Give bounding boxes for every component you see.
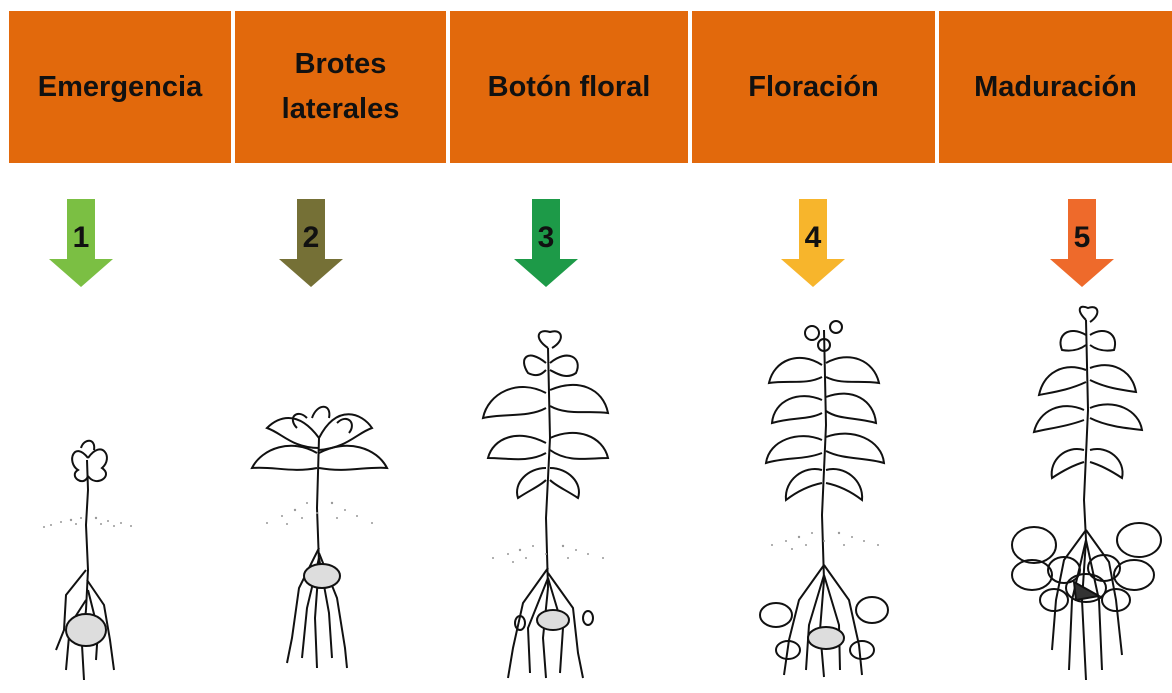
plant-flowering-illustration bbox=[744, 305, 904, 687]
stage-header-brotes-laterales: Brotes laterales bbox=[235, 11, 450, 163]
stage-4-number: 4 bbox=[805, 221, 822, 254]
stage-header-emergencia: Emergencia bbox=[9, 11, 235, 163]
stage-5-number: 5 bbox=[1074, 221, 1091, 254]
stage-1-number: 1 bbox=[73, 221, 90, 254]
stage-1-arrow-icon: 1 bbox=[49, 199, 113, 289]
stage-header-floracion: Floración bbox=[692, 11, 939, 163]
stage-2-arrow-icon: 2 bbox=[279, 199, 343, 289]
plant-maturation-illustration bbox=[1004, 300, 1172, 687]
stage-header-maduracion: Maduración bbox=[939, 11, 1172, 163]
stage-3-number: 3 bbox=[538, 221, 555, 254]
stage-5-arrow-icon: 5 bbox=[1050, 199, 1114, 289]
stage-2-number: 2 bbox=[303, 221, 320, 254]
stage-4-arrow-icon: 4 bbox=[781, 199, 845, 289]
stage-header-row: Emergencia Brotes laterales Botón floral… bbox=[9, 11, 1172, 163]
plant-lateral-shoots-illustration bbox=[237, 388, 402, 688]
stage-3-arrow-icon: 3 bbox=[514, 199, 578, 289]
plant-seedling-illustration bbox=[26, 430, 148, 685]
stage-header-boton-floral: Botón floral bbox=[450, 11, 692, 163]
plant-flower-bud-illustration bbox=[458, 318, 636, 686]
